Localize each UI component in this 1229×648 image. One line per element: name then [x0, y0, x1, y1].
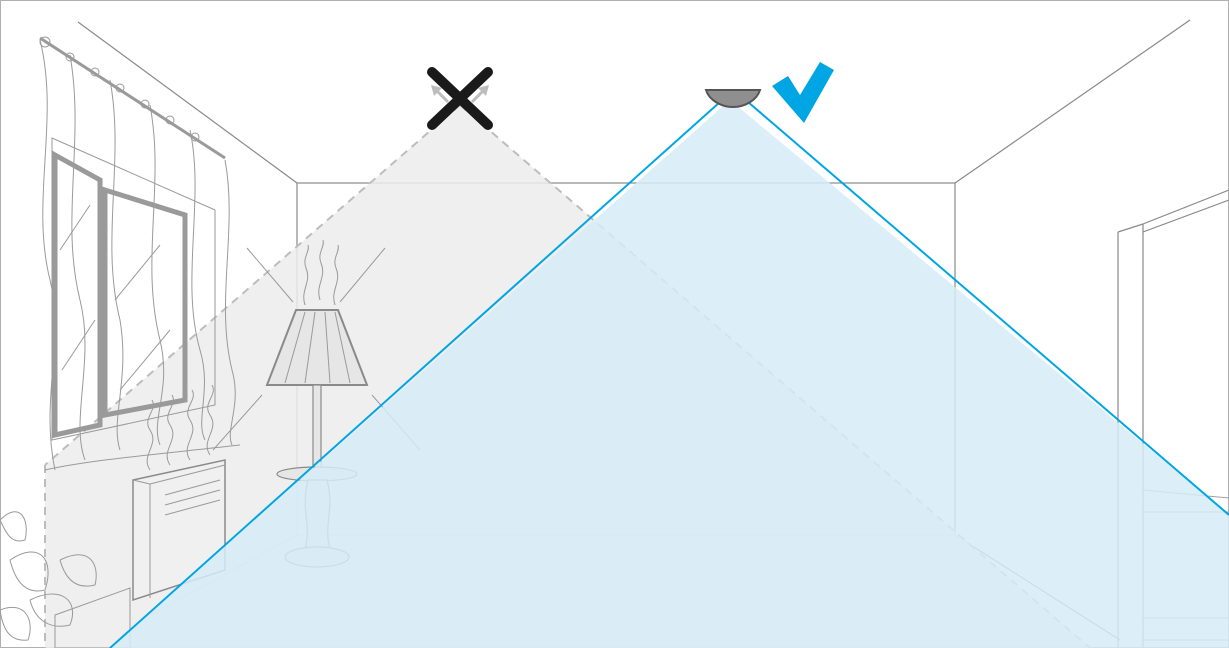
window-with-curtains	[39, 36, 241, 471]
ceiling-sensor	[704, 89, 762, 109]
incorrect-sensor-position	[431, 85, 489, 104]
check-mark-icon	[772, 62, 834, 123]
cross-mark-icon	[427, 67, 493, 130]
potted-plant	[0, 511, 131, 648]
correct-detection-zone	[109, 100, 1229, 648]
